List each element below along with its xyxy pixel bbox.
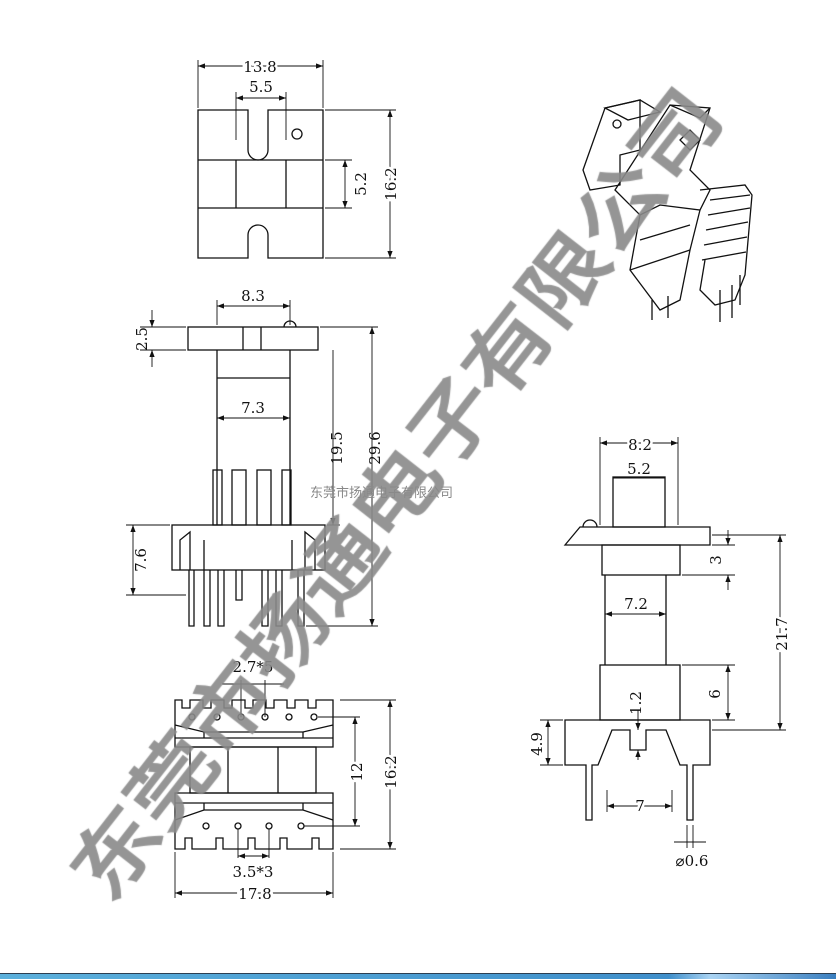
pin-holes-bottom — [202, 822, 305, 830]
dim-right-height: 21.7 — [773, 617, 791, 650]
taskbar-strip — [0, 973, 836, 979]
pin-holes-top — [188, 713, 318, 721]
side-view: 8.3 2.5 7.3 19.5 29.6 7.6 — [126, 287, 384, 627]
dim-right-flange-thickness: 3 — [707, 555, 725, 565]
dim-right-window: 5.2 — [627, 460, 651, 478]
dim-side-total-height: 29.6 — [366, 431, 384, 464]
dim-right-offset: 1.2 — [627, 691, 645, 715]
dim-right-pin-diameter: ⌀0.6 — [676, 852, 709, 870]
dim-bottom-pitch-bottom: 3.5*3 — [233, 863, 274, 881]
dim-bottom-width: 17.8 — [238, 885, 271, 903]
top-view: 13.8 5.5 5.2 16.2 — [197, 56, 403, 259]
dim-right-core: 7.2 — [624, 595, 648, 613]
bottom-view: 2.7*5 12 16.2 3.5*3 17.8 — [174, 658, 403, 906]
dim-bottom-pitch-top: 2.7*5 — [233, 658, 274, 676]
dim-side-base-height: 7.6 — [132, 548, 150, 572]
dim-top-mid: 5.2 — [352, 172, 370, 196]
dim-bottom-height: 16.2 — [382, 755, 400, 788]
dim-top-width: 13.8 — [243, 58, 276, 76]
dim-side-body-height: 19.5 — [328, 431, 346, 464]
dim-side-flange-thickness: 2.5 — [133, 327, 151, 351]
dim-side-core: 7.3 — [241, 399, 265, 417]
dim-right-pin-span: 7 — [635, 797, 645, 815]
right-view: 8.2 5.2 3 7.2 21.7 6 1.2 4.9 7 ⌀0.6 — [528, 434, 794, 871]
dim-right-base-height: 4.9 — [528, 732, 546, 756]
dim-side-flange-width: 8.3 — [241, 287, 265, 305]
dim-top-height: 16.2 — [382, 167, 400, 200]
isometric-view — [582, 99, 753, 322]
dim-bottom-row-gap: 12 — [348, 762, 366, 781]
watermark-small: 东莞市扬通电子有限公司 — [310, 485, 453, 501]
dim-top-slot: 5.5 — [249, 78, 273, 96]
dim-right-base: 6 — [706, 689, 724, 699]
dim-right-width: 8.2 — [628, 436, 652, 454]
